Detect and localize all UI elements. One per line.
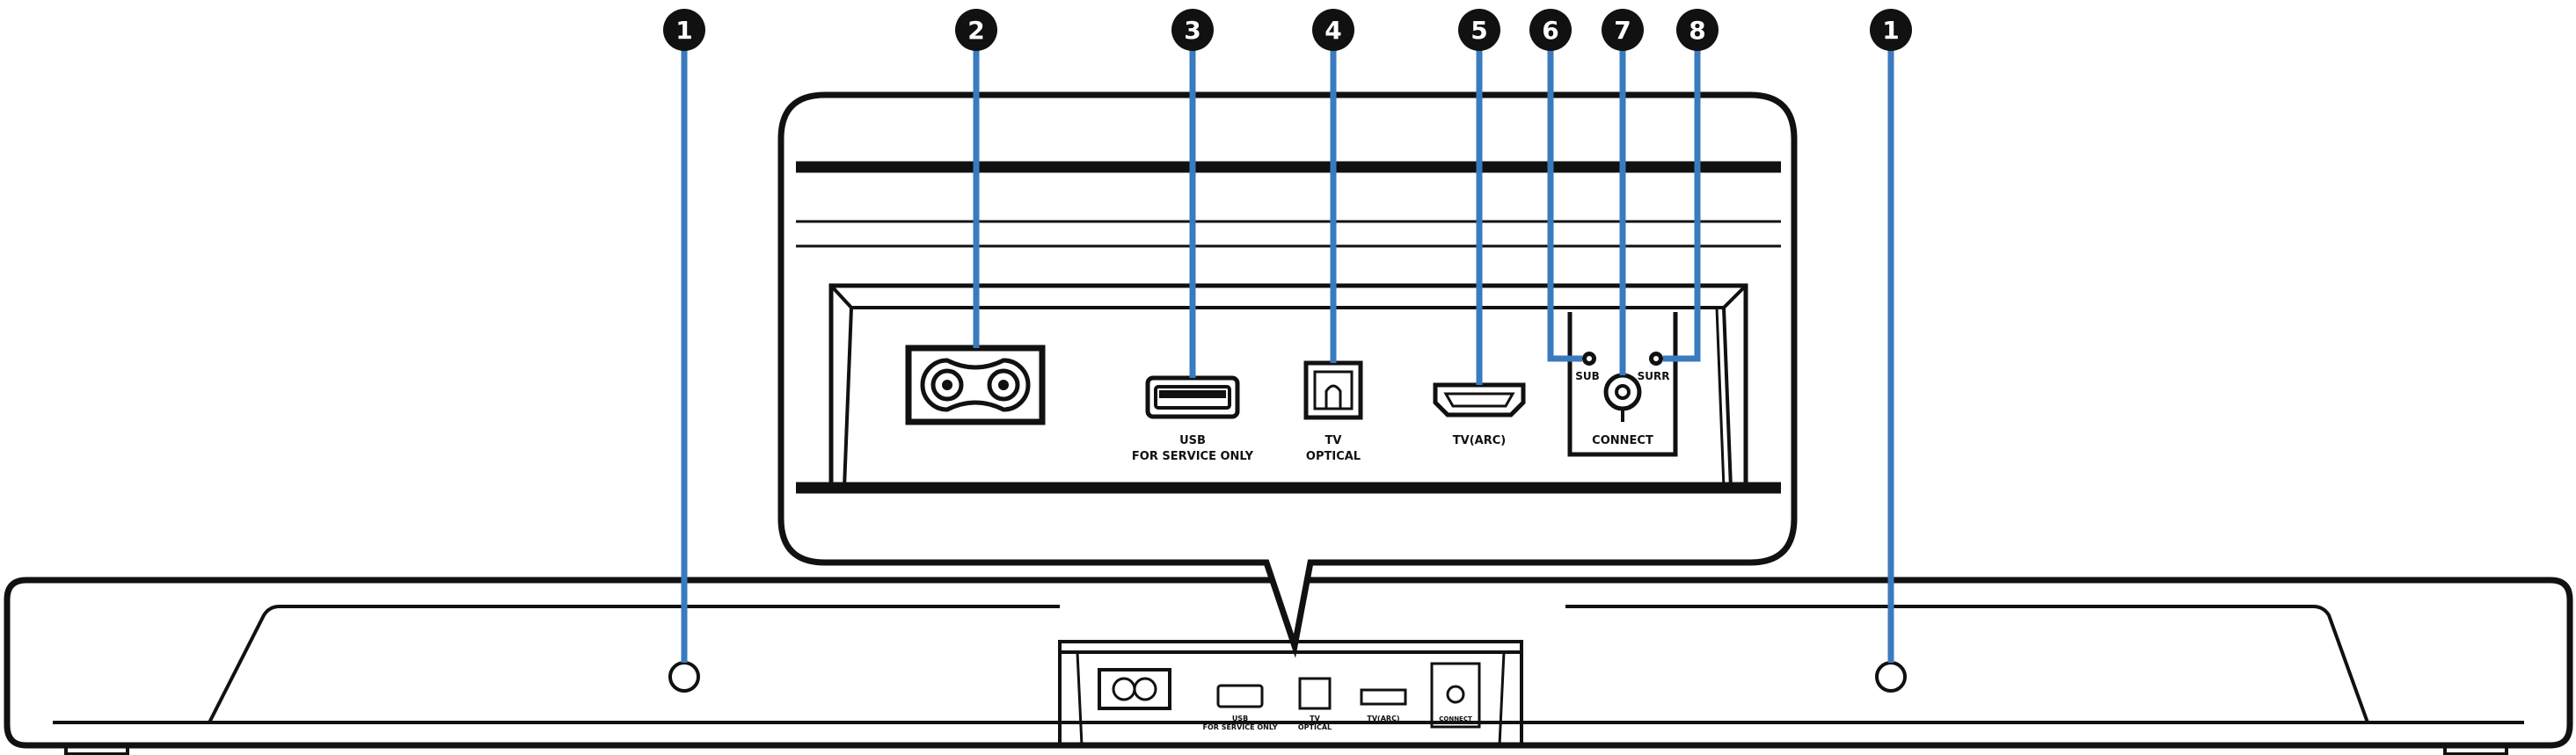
small-connect-label: CONNECT bbox=[1439, 715, 1472, 722]
leader-6 bbox=[1547, 44, 1582, 362]
svg-text:8: 8 bbox=[1689, 16, 1705, 45]
surr-label: SURR bbox=[1638, 370, 1670, 382]
callout-badge-2: 2 bbox=[955, 9, 997, 51]
callout-badge-5: 5 bbox=[1458, 9, 1500, 51]
magnified-bubble bbox=[777, 91, 1798, 658]
callout-badge-6: 6 bbox=[1529, 9, 1572, 51]
callout-badge-4: 4 bbox=[1312, 9, 1354, 51]
small-rear-panel bbox=[1058, 640, 1523, 746]
wall-mount-keyhole-right bbox=[1875, 661, 1907, 693]
usb-label: USB bbox=[1179, 434, 1206, 447]
svg-text:7: 7 bbox=[1614, 16, 1631, 45]
callout-badge-1-left: 1 bbox=[663, 9, 705, 51]
small-optical-label: TV bbox=[1310, 715, 1320, 722]
small-hdmi-label: TV(ARC) bbox=[1367, 715, 1399, 722]
wall-mount-keyhole-left bbox=[668, 661, 700, 693]
soundbar-body bbox=[4, 577, 2573, 755]
callout-badge-7: 7 bbox=[1602, 9, 1644, 51]
svg-text:1: 1 bbox=[675, 16, 692, 45]
svg-text:1: 1 bbox=[1882, 16, 1899, 45]
leader-lines bbox=[681, 44, 1894, 663]
hdmi-label: TV(ARC) bbox=[1453, 434, 1506, 447]
small-panel-labels: USB FOR SERVICE ONLY TV OPTICAL TV(ARC) … bbox=[1202, 715, 1471, 731]
small-optical-sublabel: OPTICAL bbox=[1298, 723, 1332, 731]
port-labels: USB FOR SERVICE ONLY TV OPTICAL TV(ARC) … bbox=[1132, 370, 1670, 463]
callout-badge-1-right: 1 bbox=[1870, 9, 1912, 51]
callout-badge-8: 8 bbox=[1676, 9, 1719, 51]
small-usb-label: USB bbox=[1232, 715, 1248, 722]
svg-text:3: 3 bbox=[1184, 16, 1200, 45]
svg-text:5: 5 bbox=[1470, 16, 1487, 45]
optical-sublabel: OPTICAL bbox=[1306, 450, 1361, 463]
svg-text:2: 2 bbox=[967, 16, 984, 45]
small-usb-sublabel: FOR SERVICE ONLY bbox=[1202, 723, 1277, 731]
connect-label: CONNECT bbox=[1592, 434, 1653, 447]
sub-label: SUB bbox=[1575, 370, 1600, 382]
optical-label: TV bbox=[1325, 434, 1342, 447]
leader-8 bbox=[1663, 44, 1701, 362]
hdmi-port bbox=[1433, 382, 1526, 417]
callout-badge-3: 3 bbox=[1171, 9, 1214, 51]
svg-text:4: 4 bbox=[1324, 16, 1341, 45]
svg-text:6: 6 bbox=[1542, 16, 1558, 45]
usb-sublabel: FOR SERVICE ONLY bbox=[1132, 450, 1254, 463]
